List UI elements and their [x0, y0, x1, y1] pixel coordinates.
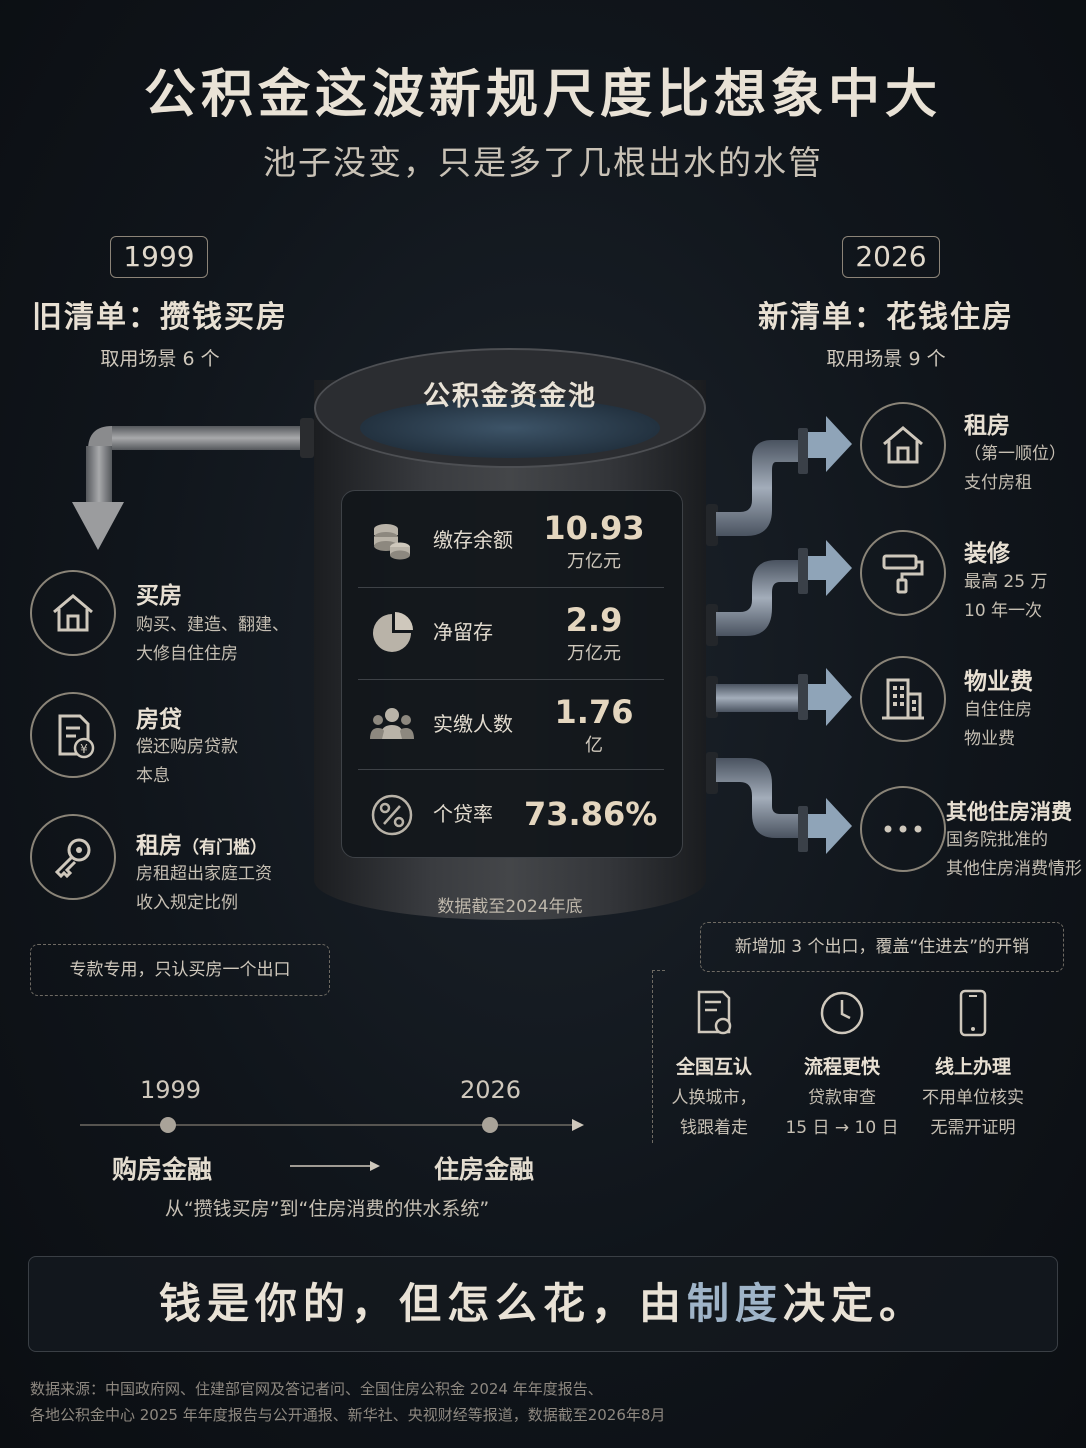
left-item-title: 租房（有门槛） — [136, 833, 267, 859]
stat-row: 实缴人数 1.76 亿 — [358, 679, 666, 769]
timeline-start-label: 购房金融 — [112, 1155, 213, 1184]
certificate-icon — [697, 990, 732, 1035]
clock-icon — [820, 991, 864, 1035]
left-scenarios: 取用场景 6 个 — [100, 348, 220, 370]
stat-value: 2.9 — [565, 601, 623, 639]
left-year-badge: 1999 — [110, 236, 208, 278]
feature-desc: 人换城市，钱跟着走 — [671, 1088, 757, 1138]
right-item-rent — [860, 402, 946, 488]
stat-value: 10.93 — [543, 509, 645, 547]
right-item-title: 租房 — [964, 413, 1010, 439]
stat-row: 缴存余额 10.93 万亿元 — [358, 495, 666, 585]
stat-value: 1.76 — [554, 693, 634, 731]
key-icon — [54, 838, 91, 879]
right-item-property-fee — [860, 656, 946, 742]
left-item-desc: 房租超出家庭工资收入规定比例 — [136, 864, 272, 913]
building-icon — [882, 678, 924, 720]
coins-icon — [374, 524, 410, 560]
percent-icon — [371, 794, 413, 836]
right-heading: 新清单：花钱住房 — [758, 300, 1014, 335]
left-item-desc: 偿还购房贷款本息 — [136, 737, 238, 786]
feature-title: 全国互认 — [675, 1056, 752, 1078]
right-item-other — [860, 786, 946, 872]
timeline-start-year: 1999 — [140, 1076, 202, 1104]
closing-quote: 钱是你的，但怎么花，由制度决定。 — [28, 1256, 1058, 1352]
tank-water — [360, 398, 660, 458]
right-item-desc: 自住住房物业费 — [964, 700, 1032, 749]
timeline-graphic — [80, 1117, 584, 1171]
stat-unit: 万亿元 — [567, 551, 621, 572]
stat-unit: 万亿元 — [567, 643, 621, 664]
stat-label: 个贷率 — [433, 802, 493, 826]
stat-unit: 亿 — [585, 735, 603, 756]
left-item-title: 房贷 — [136, 707, 182, 733]
stat-value: 73.86% — [524, 795, 658, 833]
feature-desc: 不用单位核实无需开证明 — [922, 1088, 1024, 1138]
feature-national: 全国互认 人换城市，钱跟着走 — [652, 988, 776, 1143]
people-icon — [370, 708, 414, 739]
right-item-title: 其他住房消费 — [946, 800, 1072, 824]
timeline-caption: 从“攒钱买房”到“住房消费的供水系统” — [164, 1198, 490, 1220]
paint-roller-icon — [882, 554, 924, 594]
left-item-buy-house — [30, 570, 116, 656]
house-icon — [53, 594, 93, 632]
loan-document-icon: ¥ — [58, 714, 95, 759]
stat-row: 个贷率 73.86% — [358, 769, 666, 859]
timeline-end-year: 2026 — [460, 1076, 522, 1104]
left-item-mortgage: ¥ — [30, 692, 116, 778]
tank-footnote: 数据截至2024年底 — [437, 897, 583, 917]
source-line-1: 数据来源：中国政府网、住建部官网及答记者问、全国住房公积金 2024 年年度报告… — [30, 1380, 603, 1398]
phone-icon — [959, 989, 987, 1037]
features-bracket — [652, 970, 665, 1143]
right-note: 新增加 3 个出口，覆盖“住进去”的开销 — [700, 922, 1064, 972]
left-heading: 旧清单：攒钱买房 — [32, 300, 288, 335]
page-subtitle: 池子没变，只是多了几根出水的水管 — [263, 143, 823, 182]
tank-label: 公积金资金池 — [423, 381, 597, 412]
pie-icon — [373, 612, 413, 652]
feature-online: 线上办理 不用单位核实无需开证明 — [908, 988, 1038, 1143]
stats-panel: 缴存余额 10.93 万亿元 净留存 2.9 万亿元 实缴人数 1.76 亿 个… — [341, 490, 683, 858]
right-item-desc: 国务院批准的其他住房消费情形 — [946, 830, 1082, 879]
left-item-desc: 购买、建造、翻建、大修自住住房 — [136, 615, 289, 664]
feature-title: 线上办理 — [934, 1056, 1011, 1078]
stat-label: 净留存 — [433, 620, 493, 644]
right-scenarios: 取用场景 9 个 — [826, 348, 946, 370]
more-icon — [884, 825, 922, 833]
right-item-title: 装修 — [964, 541, 1010, 567]
svg-text:¥: ¥ — [80, 742, 88, 756]
timeline-end-label: 住房金融 — [434, 1155, 535, 1184]
left-item-rent — [30, 814, 116, 900]
right-item-title: 物业费 — [964, 669, 1033, 695]
stat-label: 缴存余额 — [433, 528, 513, 552]
source-line-2: 各地公积金中心 2025 年年度报告与公开通报、新华社、央视财经等报道，数据截至… — [30, 1406, 666, 1424]
right-item-desc: （第一顺位）支付房租 — [964, 444, 1066, 493]
page-title: 公积金这波新规尺度比想象中大 — [143, 65, 942, 125]
left-note: 专款专用，只认买房一个出口 — [30, 944, 330, 996]
right-item-renovation — [860, 530, 946, 616]
feature-title: 流程更快 — [803, 1056, 880, 1078]
right-year-badge: 2026 — [842, 236, 940, 278]
house-icon — [883, 426, 923, 464]
stat-label: 实缴人数 — [433, 712, 513, 736]
left-item-title: 买房 — [136, 583, 182, 609]
stat-row: 净留存 2.9 万亿元 — [358, 587, 666, 677]
quote-highlight: 制度 — [686, 1279, 783, 1328]
